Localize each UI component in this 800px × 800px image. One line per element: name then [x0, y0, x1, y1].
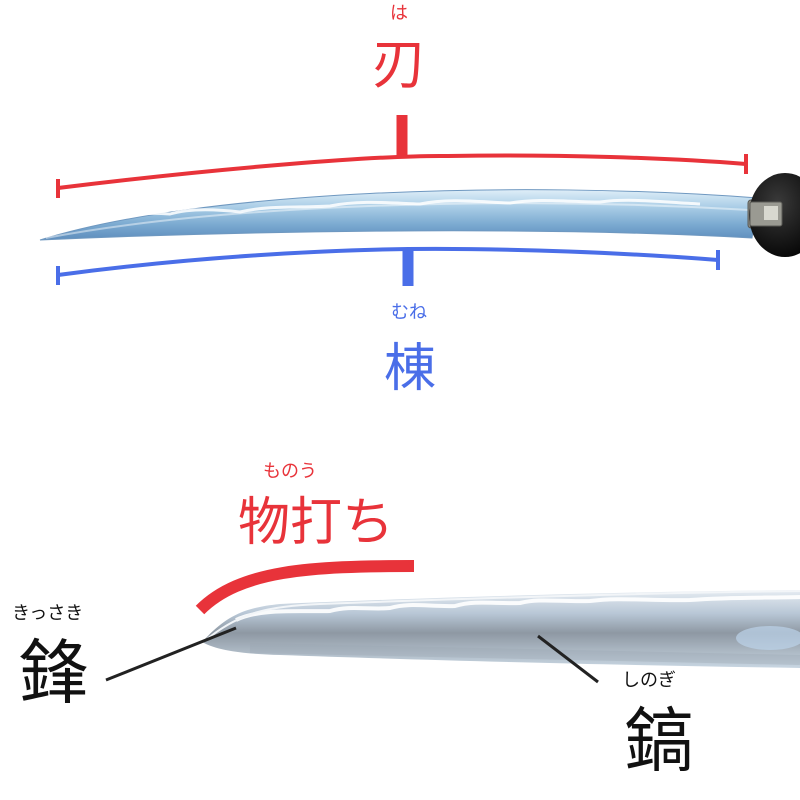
ha-bracket	[56, 115, 748, 198]
closeup-lower-shade	[249, 643, 800, 665]
blade-spine-highlight	[45, 202, 751, 239]
kissaki-ruby-label: きっさき	[12, 603, 84, 624]
ha-ruby-label: は	[390, 3, 408, 24]
monouchi-arc	[195, 560, 415, 615]
closeup-sheen	[736, 626, 800, 650]
ha-bracket-curve	[57, 153, 747, 190]
mune-label: 棟	[384, 339, 437, 399]
monouchi-label: 物打ち	[238, 493, 395, 553]
closeup-hamon-line	[235, 595, 800, 622]
shinogi-pointer	[537, 634, 599, 684]
mune-ruby-label: むね	[391, 302, 427, 323]
shinogi-label: 鎬	[624, 700, 694, 782]
habaki-front-highlight	[764, 206, 778, 220]
closeup-edge-highlight	[205, 590, 800, 641]
kissaki-pointer	[105, 626, 237, 682]
mune-bracket-curve	[57, 246, 719, 277]
shinogi-ruby-label: しのぎ	[622, 670, 676, 691]
blade-closeup	[202, 590, 800, 668]
monouchi-ruby-label: ものう	[263, 461, 317, 482]
mune-bracket	[56, 246, 720, 286]
full-blade	[39, 173, 800, 257]
hamon-line	[59, 198, 701, 234]
kissaki-label: 鋒	[18, 632, 88, 714]
ha-label: 刃	[372, 33, 426, 96]
